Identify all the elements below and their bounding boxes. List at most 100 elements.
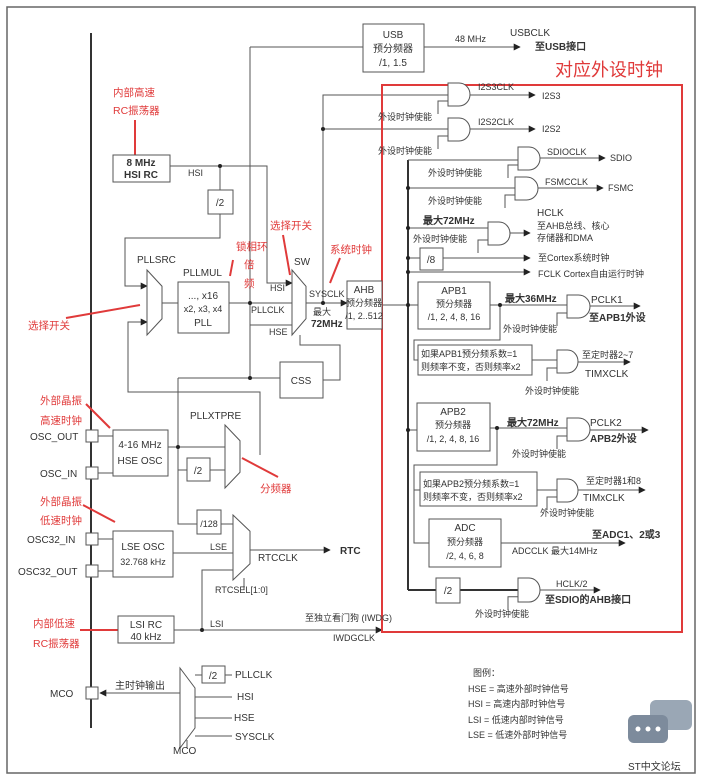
tim-cond-label: 则频率不变，否则频率x2 bbox=[421, 361, 521, 372]
i2s2-gate bbox=[447, 117, 471, 142]
pll-block bbox=[177, 281, 230, 334]
iwdgclk-label: IWDGCLK bbox=[333, 633, 375, 643]
chat-dot-icon bbox=[635, 726, 641, 732]
tim-cond-label: 则频率不变，否则频率x2 bbox=[423, 491, 523, 502]
junction-dot bbox=[406, 226, 410, 230]
apb2-label: APB2 bbox=[440, 407, 466, 418]
fclk-label: FCLK Cortex自由运行时钟 bbox=[538, 268, 644, 279]
hclk2-dest-label: 至SDIO的AHB接口 bbox=[545, 593, 631, 606]
peripheral-clock-highlight bbox=[381, 84, 683, 633]
pllxtpre-out-line bbox=[127, 318, 261, 455]
i2s3-gate bbox=[447, 82, 471, 107]
lse-label: 32.768 kHz bbox=[120, 557, 166, 567]
sysclk-label: SYSCLK bbox=[309, 289, 345, 299]
css-block bbox=[279, 361, 324, 399]
hclk-gate bbox=[487, 221, 511, 246]
tim-cond-label: 如果APB1预分频系数=1 bbox=[421, 348, 517, 359]
enable-input-line bbox=[507, 596, 518, 610]
enable-input-line bbox=[546, 367, 557, 381]
annotation-pll: 锁相环 bbox=[236, 240, 268, 253]
annotation-pll: 频 bbox=[244, 277, 255, 290]
junction-dot bbox=[406, 270, 410, 274]
apb1-timer-multiplier bbox=[417, 344, 533, 376]
hsi-div2-out-line bbox=[124, 214, 221, 290]
pin-label: OSC_IN bbox=[40, 469, 77, 480]
lse-signal-label: LSE bbox=[210, 542, 227, 552]
adc-in-line bbox=[413, 490, 429, 544]
mco-hse-label: HSE bbox=[234, 713, 255, 724]
enable-input-line bbox=[507, 164, 518, 178]
enable-label: 外设时钟使能 bbox=[378, 111, 432, 122]
hse-div2 bbox=[186, 457, 211, 482]
hclk2-gate bbox=[517, 577, 541, 603]
mco-mux bbox=[179, 666, 196, 750]
annotation-pointer bbox=[82, 504, 116, 523]
fsmc-label: FSMC bbox=[608, 183, 634, 193]
ahb-label: AHB bbox=[354, 285, 375, 296]
i2s2clk-label: I2S2CLK bbox=[478, 117, 514, 127]
lsi-rtc-line bbox=[201, 569, 233, 630]
junction-dot bbox=[200, 628, 204, 632]
diagram-frame bbox=[6, 6, 696, 774]
lsi-label: LSI RC bbox=[130, 620, 162, 631]
div2-label: /2 bbox=[444, 586, 453, 597]
apb1-label: 预分频器 bbox=[436, 298, 472, 309]
watermark-text: ST中文论坛 bbox=[628, 760, 681, 773]
enable-label: 外设时钟使能 bbox=[540, 507, 594, 518]
timxclk2-label: TIMxCLK bbox=[583, 493, 625, 504]
timxclk1-label: TIMXCLK bbox=[585, 369, 629, 380]
pclk2-label: PCLK2 bbox=[590, 418, 622, 429]
sysclk-i2s3-line bbox=[322, 94, 448, 303]
pllsrc-mux bbox=[146, 268, 163, 337]
sw-label: SW bbox=[294, 257, 311, 268]
junction-dot bbox=[248, 376, 252, 380]
rtc-label: RTC bbox=[340, 546, 361, 557]
enable-label: 外设时钟使能 bbox=[503, 323, 557, 334]
chat-dot-icon bbox=[655, 726, 661, 732]
junction-dot bbox=[321, 127, 325, 131]
enable-input-line bbox=[504, 194, 515, 208]
adc-dest-label: 至ADC1、2或3 bbox=[592, 528, 661, 541]
pllmul-label: PLLMUL bbox=[183, 268, 222, 279]
adc-label: /2, 4, 6, 8 bbox=[446, 551, 484, 561]
i2s3clk-label: I2S3CLK bbox=[478, 82, 514, 92]
annotation-sysclk: 系统时钟 bbox=[330, 243, 372, 256]
legend-item: HSE = 高速外部时钟信号 bbox=[468, 683, 569, 694]
enable-label: 外设时钟使能 bbox=[428, 195, 482, 206]
enable-label: 外设时钟使能 bbox=[428, 167, 482, 178]
title-annotation: 对应外设时钟 bbox=[555, 60, 663, 80]
enable-label: 外设时钟使能 bbox=[475, 608, 529, 619]
enable-input-line bbox=[477, 239, 488, 253]
pin-mco bbox=[85, 686, 99, 700]
rtcsel-mux bbox=[232, 513, 251, 582]
junction-dot bbox=[176, 445, 180, 449]
adcclk-label: ADCCLK 最大14MHz bbox=[512, 545, 598, 556]
div2-label: /2 bbox=[209, 671, 218, 682]
usb-label: /1, 1.5 bbox=[379, 58, 407, 69]
fsmc-gate bbox=[514, 176, 539, 201]
apb2-tim-line bbox=[413, 428, 498, 491]
ahb-prescaler bbox=[346, 280, 383, 330]
rtcsel-label: RTCSEL[1:0] bbox=[215, 585, 268, 595]
div2-label: /2 bbox=[216, 198, 225, 209]
hsi-rc-oscillator bbox=[112, 154, 171, 183]
tim27-label: 至定时器2~7 bbox=[582, 349, 633, 360]
hsi-div2 bbox=[207, 189, 234, 215]
junction-dot bbox=[406, 186, 410, 190]
max72-label: 72MHz bbox=[311, 319, 343, 330]
legend-item: HSI = 高速内部时钟信号 bbox=[468, 698, 565, 709]
hclk-label: 存储器和DMA bbox=[537, 232, 593, 243]
annotation-pointer bbox=[85, 403, 111, 429]
sdio-label: SDIO bbox=[610, 153, 632, 163]
tim18-label: 至定时器1和8 bbox=[586, 475, 641, 486]
enable-input-line bbox=[437, 100, 448, 114]
apb2-prescaler bbox=[416, 402, 491, 452]
junction-dot bbox=[406, 256, 410, 260]
enable-input-line bbox=[556, 435, 567, 449]
div8-label: /8 bbox=[427, 255, 436, 266]
apb1-tim-line bbox=[413, 305, 501, 361]
hse-128-line bbox=[177, 378, 197, 525]
lse-label: LSE OSC bbox=[121, 542, 164, 553]
mco-output-label: 主时钟输出 bbox=[115, 679, 165, 692]
lse-oscillator bbox=[112, 530, 174, 578]
